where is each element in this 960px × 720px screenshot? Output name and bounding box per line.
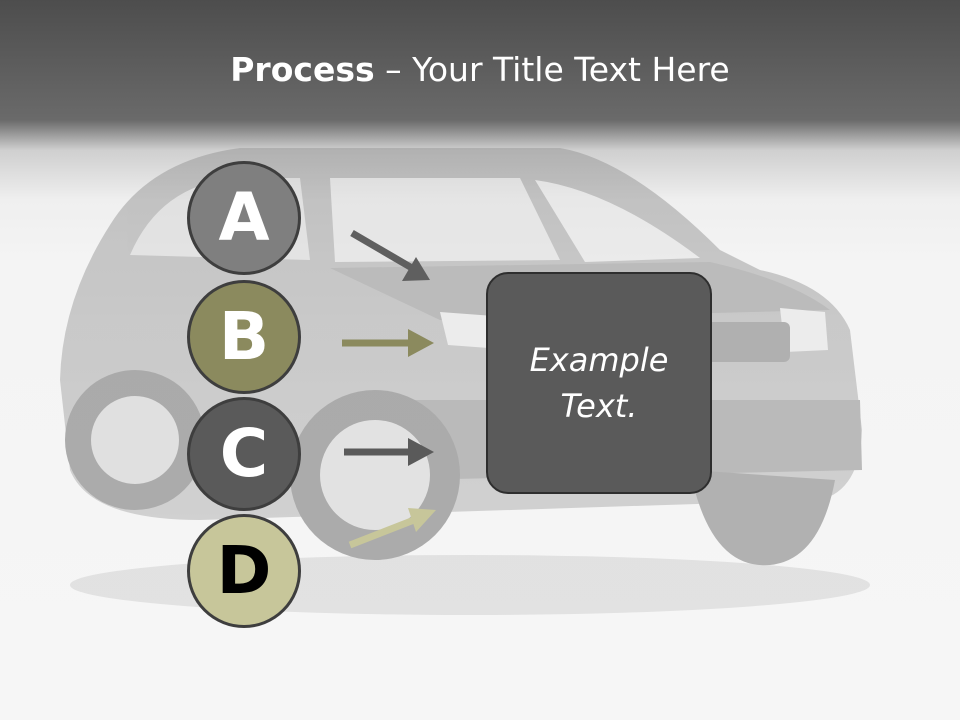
step-a-letter: A [218, 179, 270, 256]
step-a-circle: A [187, 161, 301, 275]
arrow-b [342, 329, 434, 357]
example-text-line2: Text. [560, 387, 638, 425]
example-text-box: Example Text. [486, 272, 712, 494]
step-b-letter: B [218, 298, 270, 375]
example-text-line1: Example [529, 341, 669, 379]
step-c-circle: C [187, 397, 301, 511]
step-c-letter: C [219, 415, 269, 492]
step-b-circle: B [187, 280, 301, 394]
slide-title: Process – Your Title Text Here [0, 50, 960, 89]
arrow-c [344, 438, 434, 466]
arrow-d [348, 508, 436, 549]
step-d-circle: D [187, 514, 301, 628]
title-rest: – Your Title Text Here [374, 50, 730, 89]
step-d-letter: D [216, 532, 272, 609]
title-bold: Process [230, 50, 375, 89]
arrow-a [350, 229, 430, 281]
